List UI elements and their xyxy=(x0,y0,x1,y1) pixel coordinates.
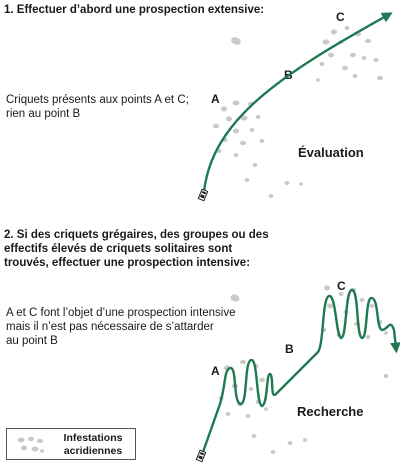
vehicle-icon xyxy=(195,449,207,463)
step1-route-line xyxy=(202,12,393,194)
step1-evaluation-label: Évaluation xyxy=(298,145,364,160)
step2-route-line xyxy=(201,288,400,454)
step2-infestations xyxy=(218,285,389,454)
step1-note: Criquets présents aux points A et C; rie… xyxy=(6,94,189,120)
step1-point-c: C xyxy=(336,10,345,24)
legend-box: Infestations acridiennes xyxy=(6,428,136,460)
step2-heading: 2. Si des criquets grégaires, des groupe… xyxy=(4,229,269,269)
step1-infestations xyxy=(213,26,383,198)
legend-label: Infestations acridiennes xyxy=(63,432,123,457)
step2-point-b: B xyxy=(285,342,294,356)
vehicle-icon xyxy=(197,188,209,202)
step1-point-a: A xyxy=(211,92,220,106)
step2-recherche-label: Recherche xyxy=(297,404,364,419)
step2-point-a: A xyxy=(211,364,220,378)
step2-note: A et C font l’objet d’une prospection in… xyxy=(6,307,236,347)
infestation-patch-icon xyxy=(17,436,44,453)
step1-heading: 1. Effectuer d’abord une prospection ext… xyxy=(4,4,265,16)
step2-point-c: C xyxy=(337,279,346,293)
